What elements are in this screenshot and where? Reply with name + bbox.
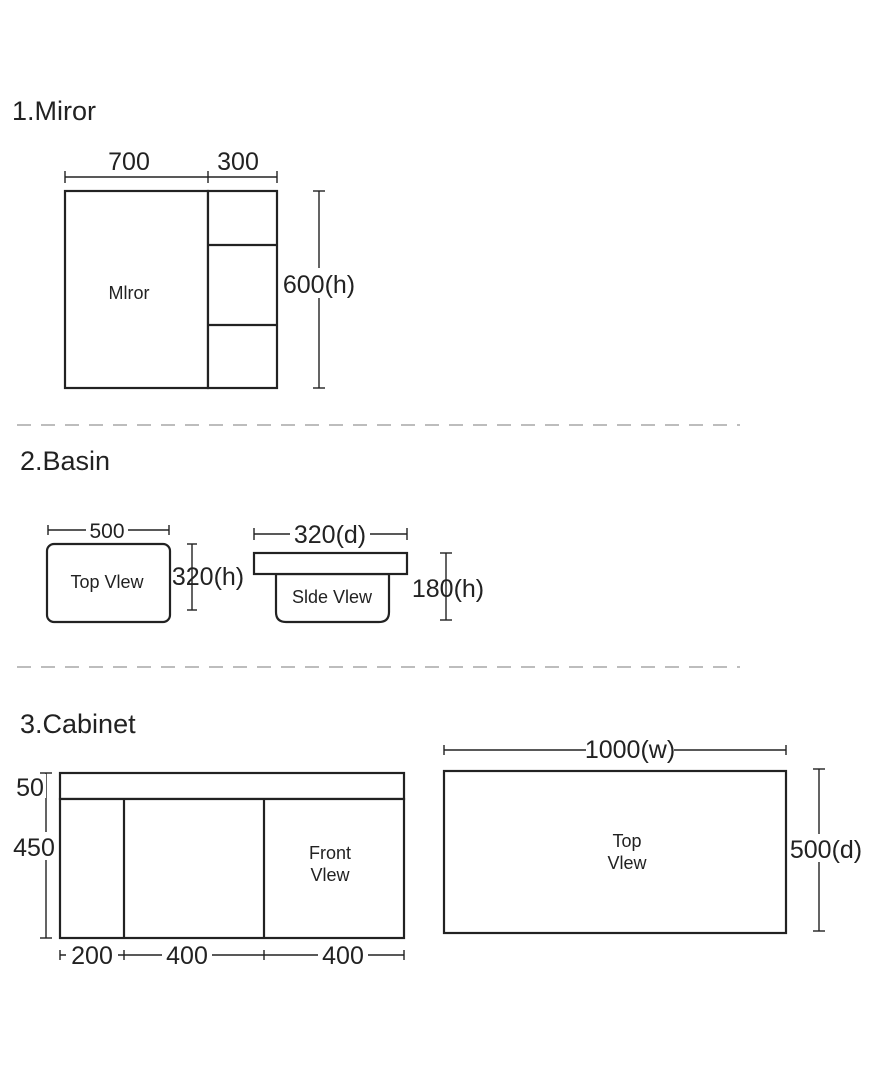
cabinet-countertop bbox=[58, 771, 406, 801]
cabinet-front-label-line2: Vlew bbox=[310, 865, 350, 885]
cabinet-width-dimension: 200 400 400 bbox=[59, 942, 405, 970]
cabinet-front-label-line1: Front bbox=[309, 843, 351, 863]
cabinet-top-label-line2: Vlew bbox=[607, 853, 647, 873]
mirror-width-left-label: 700 bbox=[108, 148, 150, 176]
cabinet-top-view bbox=[442, 769, 788, 935]
mirror-width-dimension: 700 300 bbox=[64, 148, 278, 183]
cabinet-top-width-dimension: 1000(w) bbox=[443, 736, 787, 764]
basin-bowl bbox=[274, 572, 391, 624]
basin-top-width-dimension: 500 bbox=[47, 517, 170, 543]
basin-side-view-label: Slde Vlew bbox=[292, 587, 373, 607]
mirror-section: 1.Miror 700 300 Mlror 600(h) bbox=[12, 96, 355, 390]
basin-top-width-label: 500 bbox=[89, 520, 124, 543]
basin-top-height-dimension: 320(h) bbox=[172, 543, 244, 611]
cabinet-seg-width-label: 400 bbox=[322, 942, 364, 970]
basin-top-view bbox=[45, 542, 172, 624]
cabinet-seg-width-label: 200 bbox=[71, 942, 113, 970]
cabinet-top-view-width-label: 1000(w) bbox=[585, 736, 675, 764]
cabinet-seg-width-label: 400 bbox=[166, 942, 208, 970]
basin-top-height-label: 320(h) bbox=[172, 563, 244, 591]
cabinet-front-view bbox=[58, 797, 406, 940]
basin-side-height-dimension: 180(h) bbox=[412, 552, 484, 621]
cabinet-section: 3.Cabinet Front Vlew 50 450 200 bbox=[8, 709, 862, 970]
cabinet-top-label-line1: Top bbox=[612, 831, 641, 851]
basin-section: 2.Basin 500 Top Vlew 320(h) 320(d) Slde bbox=[20, 446, 484, 624]
basin-title: 2.Basin bbox=[20, 446, 110, 476]
basin-rim bbox=[252, 551, 409, 576]
mirror-panel bbox=[63, 189, 210, 390]
cabinet-body-height-label: 450 bbox=[13, 834, 55, 862]
basin-side-depth-dimension: 320(d) bbox=[253, 518, 408, 549]
basin-side-depth-label: 320(d) bbox=[294, 521, 366, 549]
cabinet-top-view-depth-label: 500(d) bbox=[790, 836, 862, 864]
basin-side-height-label: 180(h) bbox=[412, 575, 484, 603]
cabinet-height-dimension: 50 450 bbox=[8, 772, 58, 939]
mirror-cabinet bbox=[206, 189, 279, 390]
cabinet-title: 3.Cabinet bbox=[20, 709, 136, 739]
mirror-width-right-label: 300 bbox=[217, 148, 259, 176]
mirror-title: 1.Miror bbox=[12, 96, 96, 126]
basin-top-view-label: Top Vlew bbox=[70, 572, 144, 592]
cabinet-top-thickness-label: 50 bbox=[16, 774, 44, 802]
mirror-label: Mlror bbox=[109, 283, 150, 303]
mirror-height-label: 600(h) bbox=[283, 271, 355, 299]
cabinet-top-depth-dimension: 500(d) bbox=[790, 768, 862, 932]
mirror-height-dimension: 600(h) bbox=[283, 190, 355, 389]
